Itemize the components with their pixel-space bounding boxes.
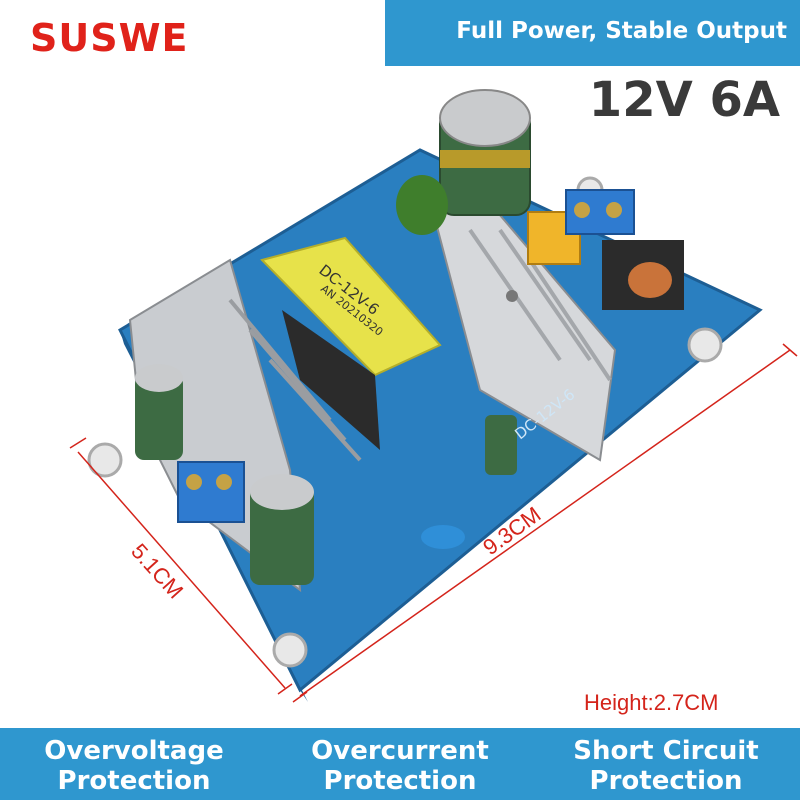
feature-line2: Protection xyxy=(57,766,211,796)
height-dimension: Height:2.7CM xyxy=(584,690,719,715)
mounting-hole xyxy=(687,327,723,363)
feature-line2: Protection xyxy=(323,766,477,796)
mounting-hole xyxy=(87,442,123,478)
mounting-hole xyxy=(272,632,308,668)
inductor-coil xyxy=(628,262,672,298)
features-footer xyxy=(0,728,800,800)
feature-line2: Protection xyxy=(589,766,743,796)
tagline-banner xyxy=(385,0,800,66)
terminal-screw xyxy=(606,202,622,218)
input-terminal xyxy=(177,461,245,523)
transformer xyxy=(260,236,442,377)
feature-line1: Overcurrent xyxy=(311,736,489,766)
left-capacitor xyxy=(135,375,183,460)
film-capacitor xyxy=(396,175,448,235)
brand-logo: SUSWE xyxy=(30,16,189,60)
yellow-capacitor xyxy=(527,211,581,265)
output-terminal xyxy=(565,189,635,235)
dimension-lines xyxy=(69,343,798,703)
feature-line1: Short Circuit xyxy=(573,736,759,766)
main-capacitor-band xyxy=(440,150,530,168)
heatsink-screw xyxy=(506,290,518,302)
terminal-screw xyxy=(216,474,232,490)
bottom-capacitor-top xyxy=(250,474,314,510)
terminal-screw xyxy=(186,474,202,490)
terminal-screw xyxy=(574,202,590,218)
tagline-text: Full Power, Stable Output xyxy=(456,18,787,44)
power-board-illustration: DC-12V-6 AN 20210320 DC-12V-6 xyxy=(69,89,798,703)
left-heatsink-fins xyxy=(228,298,362,462)
feature-overvoltage: Overvoltage Protection xyxy=(0,733,268,799)
feature-line1: Overvoltage xyxy=(44,736,224,766)
width-dimension: 5.1CM xyxy=(126,539,188,604)
feature-overcurrent: Overcurrent Protection xyxy=(266,733,534,799)
feature-short-circuit: Short Circuit Protection xyxy=(532,733,800,799)
transformer-core xyxy=(282,310,380,450)
small-capacitor xyxy=(485,415,517,475)
bottom-capacitor xyxy=(250,485,314,585)
left-capacitor-top xyxy=(135,364,183,392)
voltage-current-spec: 12V 6A xyxy=(588,72,780,128)
main-capacitor-top xyxy=(439,89,531,147)
ceramic-capacitor xyxy=(421,525,465,549)
